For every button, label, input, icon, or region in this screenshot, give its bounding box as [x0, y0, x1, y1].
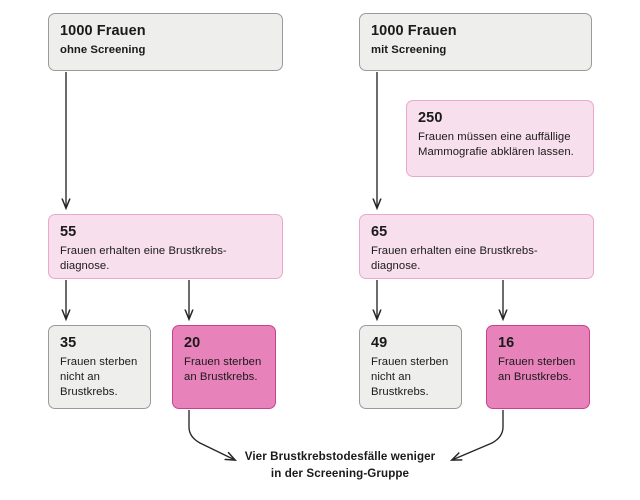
node-number: 35 — [60, 335, 77, 351]
node-65-diagnosis-with-screening: 65 Frauen erhalten eine Brustkrebs-diagn… — [359, 214, 594, 279]
node-number: 49 — [371, 335, 388, 351]
node-label: ohne Screening — [60, 43, 146, 56]
arrow-diedright-to-caption — [452, 410, 504, 460]
node-1000-women-with-screening: 1000 Frauen mit Screening — [359, 13, 592, 71]
node-label: mit Screening — [371, 43, 447, 56]
node-55-diagnosis-no-screening: 55 Frauen erhalten eine Brustkrebs-diagn… — [48, 214, 283, 279]
node-number: 1000 Frauen — [371, 23, 457, 39]
node-label: Frauen sterben nicht an Brustkrebs. — [60, 355, 138, 399]
node-label: Frauen erhalten eine Brustkrebs-diagnose… — [371, 244, 538, 272]
node-49-not-dying-with-screening: 49 Frauen sterben nicht an Brustkrebs. — [359, 325, 462, 409]
node-label: Frauen sterben nicht an Brustkrebs. — [371, 355, 449, 399]
node-number: 250 — [418, 110, 443, 126]
node-35-not-dying-no-screening: 35 Frauen sterben nicht an Brustkrebs. — [48, 325, 151, 409]
node-1000-women-no-screening: 1000 Frauen ohne Screening — [48, 13, 283, 71]
node-number: 20 — [184, 335, 201, 351]
node-number: 55 — [60, 224, 77, 240]
node-number: 1000 Frauen — [60, 23, 146, 39]
arrow-diedleft-to-caption — [188, 410, 235, 460]
node-label: Frauen erhalten eine Brustkrebs-diagnose… — [60, 244, 227, 272]
node-label: Frauen sterben an Brustkrebs. — [498, 355, 576, 383]
caption-line-2: in der Screening-Gruppe — [270, 466, 410, 480]
node-number: 16 — [498, 335, 515, 351]
caption-line-1: Vier Brustkrebstodesfälle weniger — [244, 450, 436, 463]
summary-caption: Vier Brustkrebstodesfälle weniger in der… — [232, 449, 448, 483]
node-250-recall-mammography: 250 Frauen müssen eine auffällige Mammog… — [406, 100, 594, 177]
node-label: Frauen sterben an Brustkrebs. — [184, 355, 262, 383]
node-number: 65 — [371, 224, 388, 240]
node-label: Frauen müssen eine auffällige Mammografi… — [418, 130, 574, 158]
node-16-dying-with-screening: 16 Frauen sterben an Brustkrebs. — [486, 325, 590, 409]
node-20-dying-no-screening: 20 Frauen sterben an Brustkrebs. — [172, 325, 276, 409]
